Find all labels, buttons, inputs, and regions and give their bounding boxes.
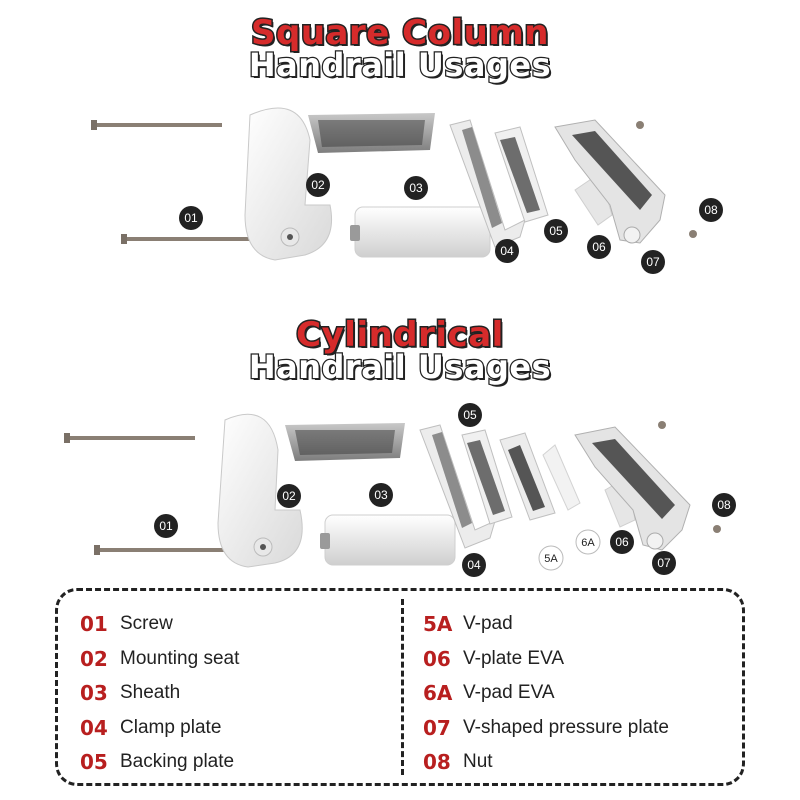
legend-label: V-pad (463, 613, 513, 635)
section-square-heading: Square Column Handrail Usages (0, 13, 800, 84)
svg-text:06: 06 (592, 240, 606, 254)
callout-01: 01 (154, 514, 178, 538)
legend-code: 05 (80, 750, 108, 775)
svg-text:03: 03 (409, 181, 423, 195)
callout-03: 03 (369, 483, 393, 507)
svg-text:08: 08 (717, 498, 731, 512)
screw-01-upper (91, 120, 222, 130)
legend-item: 6A V-pad EVA (423, 676, 669, 711)
legend-code: 03 (80, 681, 108, 706)
parts-legend: 01 Screw 02 Mounting seat 03 Sheath 04 Clamp… (55, 588, 745, 786)
callout-06: 06 (610, 530, 634, 554)
svg-text:04: 04 (500, 244, 514, 258)
legend-code: 01 (80, 612, 108, 637)
svg-text:05: 05 (549, 224, 563, 238)
callout-05: 05 (544, 219, 568, 243)
nut-08-lower (689, 230, 697, 238)
legend-label: Clamp plate (120, 716, 222, 738)
legend-label: Sheath (120, 682, 181, 704)
nut-08-upper (636, 121, 644, 129)
cylindrical-exploded-view: 01 02 03 04 05 5A 6A 06 07 08 (64, 403, 736, 577)
callout-06: 06 (587, 235, 611, 259)
legend-code: 06 (423, 646, 451, 671)
sheath-03 (350, 206, 491, 258)
square-title-white: Handrail Usages (248, 46, 552, 84)
legend-code: 5A (423, 612, 453, 637)
legend-label: Backing plate (120, 751, 235, 773)
legend-item: 08 Nut (423, 745, 669, 780)
svg-text:07: 07 (657, 556, 671, 570)
mounting-seat-02 (244, 107, 333, 261)
screw-01-lower (94, 545, 235, 555)
callout-5a: 5A (538, 545, 564, 571)
v-pressure-plate-07 (554, 119, 666, 244)
legend-code: 02 (80, 646, 108, 671)
screw-01-lower (121, 234, 262, 244)
metal-plate-02 (285, 423, 405, 461)
svg-text:5A: 5A (544, 553, 558, 565)
callout-08: 08 (699, 198, 723, 222)
legend-divider (401, 599, 404, 775)
callout-6a: 6A (575, 529, 601, 555)
legend-item: 5A V-pad (423, 607, 669, 642)
legend-column-left: 01 Screw 02 Mounting seat 03 Sheath 04 Clamp… (80, 607, 239, 780)
svg-text:6A: 6A (581, 537, 595, 549)
legend-item: 02 Mounting seat (80, 642, 239, 677)
metal-plate-02 (308, 113, 435, 153)
svg-text:04: 04 (467, 558, 481, 572)
v-pad-5a (499, 432, 556, 521)
nut-08-upper (658, 421, 666, 429)
svg-text:07: 07 (646, 255, 660, 269)
callout-05: 05 (458, 403, 482, 427)
callout-02: 02 (277, 484, 301, 508)
legend-label: V-pad EVA (463, 682, 555, 704)
cylindrical-title-white: Handrail Usages (248, 348, 552, 386)
nut-08-lower (713, 525, 721, 533)
legend-item: 07 V-shaped pressure plate (423, 711, 669, 746)
svg-text:01: 01 (159, 519, 173, 533)
svg-text:02: 02 (311, 178, 325, 192)
legend-item: 05 Backing plate (80, 745, 239, 780)
backing-plate-05 (494, 126, 549, 223)
svg-text:01: 01 (184, 211, 198, 225)
svg-text:02: 02 (282, 489, 296, 503)
cylindrical-title-red: Cylindrical (295, 315, 505, 355)
square-exploded-view: 01 02 03 04 05 06 07 08 (91, 107, 723, 274)
svg-text:05: 05 (463, 408, 477, 422)
svg-text:06: 06 (615, 535, 629, 549)
legend-label: Mounting seat (120, 647, 240, 669)
legend-item: 04 Clamp plate (80, 711, 239, 746)
legend-label: Screw (120, 613, 173, 635)
callout-04: 04 (495, 239, 519, 263)
svg-text:03: 03 (374, 488, 388, 502)
square-title-red: Square Column (250, 13, 550, 53)
legend-label: Nut (463, 751, 493, 773)
callout-07: 07 (641, 250, 665, 274)
callout-03: 03 (404, 176, 428, 200)
legend-item: 03 Sheath (80, 676, 239, 711)
v-pad-eva-6a (542, 444, 581, 511)
svg-text:08: 08 (704, 203, 718, 217)
callout-07: 07 (652, 551, 676, 575)
legend-item: 06 V-plate EVA (423, 642, 669, 677)
legend-label: V-plate EVA (463, 647, 565, 669)
callout-04: 04 (462, 553, 486, 577)
callout-08: 08 (712, 493, 736, 517)
legend-code: 08 (423, 750, 451, 775)
screw-01-upper (64, 433, 195, 443)
v-pressure-plate-07 (574, 426, 691, 551)
sheath-03 (320, 514, 456, 566)
legend-column-right: 5A V-pad 06 V-plate EVA 6A V-pad EVA 07 V-sh… (423, 607, 669, 780)
backing-plate-05 (461, 429, 513, 525)
mounting-seat-02 (217, 413, 303, 568)
legend-label: V-shaped pressure plate (463, 716, 669, 738)
legend-code: 04 (80, 715, 108, 740)
legend-code: 6A (423, 681, 453, 706)
callout-02: 02 (306, 173, 330, 197)
section-cylindrical-heading: Cylindrical Handrail Usages (0, 315, 800, 386)
callout-01: 01 (179, 206, 203, 230)
legend-code: 07 (423, 715, 451, 740)
legend-item: 01 Screw (80, 607, 239, 642)
